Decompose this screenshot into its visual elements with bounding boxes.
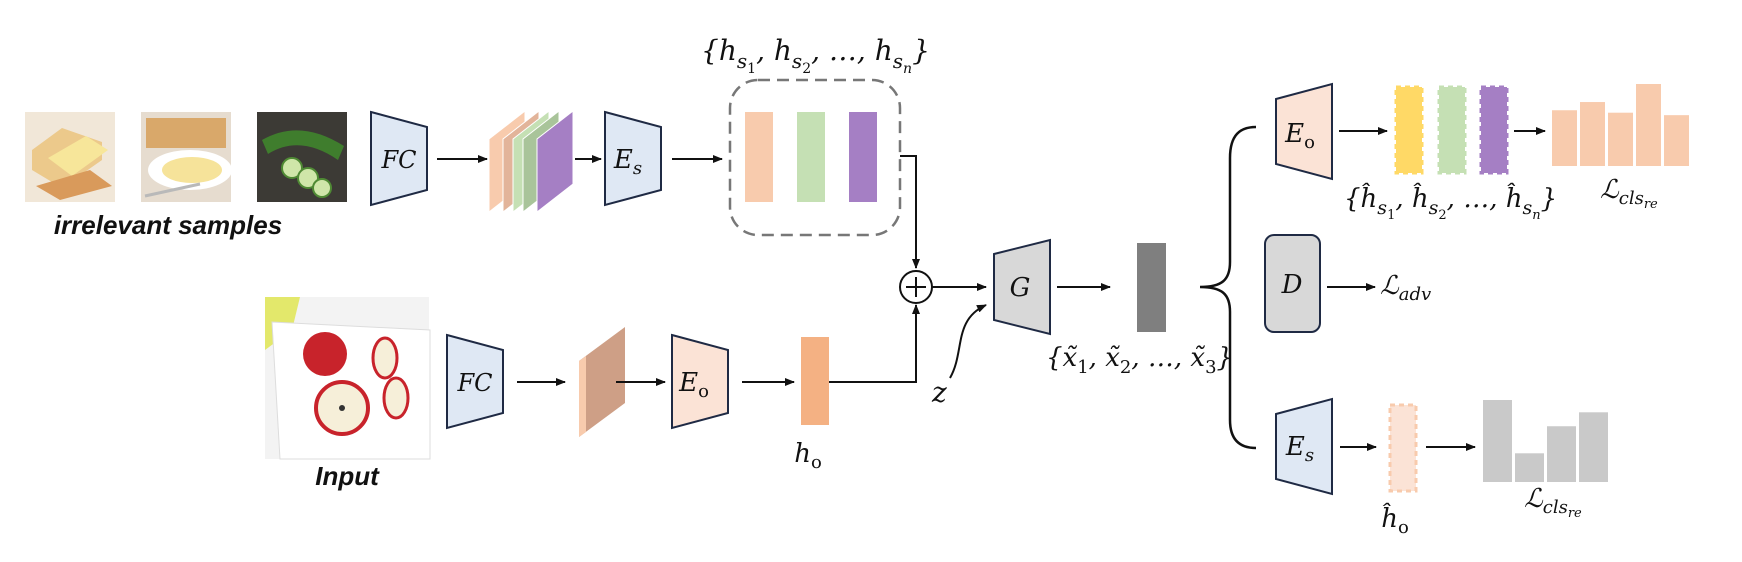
hhat-s-vector-2 [1437, 85, 1467, 175]
fc-top-label: FC [380, 146, 416, 174]
svg-text:Eo: Eo [1284, 119, 1315, 153]
eo-encoder-right: Eo [1275, 82, 1333, 181]
es-encoder-right: Es [1275, 397, 1333, 496]
input-label: Input [315, 461, 380, 491]
cls-top-bar-1 [1552, 110, 1577, 166]
arrow-ho-to-sum [829, 304, 920, 383]
discriminator-d: D [1264, 234, 1321, 333]
xtilde-set-label: {x̃1, x̃2, …, x̃3} [1046, 343, 1233, 378]
feature-map-bottom [579, 327, 625, 437]
svg-text:ℒclsre: ℒclsre [1524, 484, 1582, 521]
irrelevant-sample-image-cucumber [257, 112, 347, 202]
es-top-subscript: s [633, 158, 642, 179]
cls-bottom-bar-2 [1515, 453, 1544, 482]
loss-cls-top-subscript: cls [1619, 188, 1644, 209]
svg-text:Eo: Eo [678, 368, 709, 402]
svg-text:ℒclsre: ℒclsre [1600, 175, 1658, 212]
svg-text:Es: Es [1285, 432, 1314, 466]
hhat-s-vector-3 [1479, 85, 1509, 175]
arrow-z-to-g [949, 304, 987, 379]
loss-adv-label: ℒ [1380, 271, 1400, 301]
cls-top-bar-2 [1580, 102, 1605, 166]
loss-adv-subscript: adv [1399, 284, 1431, 305]
hs-vector-2 [797, 112, 825, 202]
hhat-s-set-label: {ĥs1, ĥs2, …, ĥsn} [1344, 182, 1557, 223]
ho-vector [801, 337, 829, 425]
eo-encoder-bottom: Eo [671, 333, 729, 430]
z-noise-label: z [931, 376, 947, 409]
es-right-label: E [1285, 432, 1305, 462]
es-top-label: E [613, 145, 633, 175]
loss-cls-bottom-subsubscript: re [1568, 506, 1582, 521]
fc-block-top: FC [370, 110, 428, 207]
irrelevant-sample-image-cheese [141, 112, 232, 202]
hs-group-box [728, 78, 902, 237]
eo-bottom-subscript: o [698, 381, 709, 402]
arrow-hs-to-sum [900, 155, 920, 269]
cls-top-bar-5 [1664, 115, 1689, 166]
cls-bottom-bar-chart [1483, 400, 1608, 482]
es-encoder-top: Es [604, 110, 662, 207]
g-label: G [1010, 273, 1031, 303]
hhat-o-vector [1388, 403, 1418, 493]
hs-set-label: {hs1, hs2, …, hsn} [701, 34, 930, 77]
loss-cls-bottom-subscript: cls [1543, 497, 1568, 518]
svg-text:Es: Es [613, 145, 642, 179]
irrelevant-samples-label: irrelevant samples [54, 210, 282, 240]
hs-vector-1 [745, 112, 773, 202]
branch-brace [1199, 125, 1257, 450]
ho-label: h [794, 439, 811, 469]
svg-text:ℒadv: ℒadv [1380, 271, 1431, 305]
loss-cls-top-subsubscript: re [1644, 197, 1658, 212]
svg-text:ĥo: ĥo [1381, 502, 1409, 538]
loss-cls-top-label: ℒ [1600, 175, 1620, 205]
es-right-subscript: s [1305, 445, 1314, 466]
hhat-o-label: ĥ [1381, 502, 1398, 534]
loss-cls-bottom-label: ℒ [1524, 484, 1544, 514]
d-label: D [1281, 270, 1303, 300]
cls-bottom-bar-1 [1483, 400, 1512, 482]
hhat-o-subscript: o [1398, 517, 1409, 538]
hhat-s-vectors [1394, 85, 1509, 175]
cls-bottom-bar-4 [1579, 412, 1608, 482]
ho-subscript: o [811, 452, 822, 473]
hhat-s-vector-1 [1394, 85, 1424, 175]
eo-right-subscript: o [1304, 132, 1315, 153]
irrelevant-sample-image-bread [25, 112, 115, 202]
feature-maps-stack-top [488, 109, 574, 214]
cls-top-bar-3 [1608, 112, 1633, 166]
cls-top-bar-chart [1552, 84, 1689, 166]
input-image-apple [265, 297, 431, 460]
fc-block-bottom: FC [446, 333, 504, 430]
cls-top-bar-4 [1636, 84, 1661, 166]
svg-text:ho: ho [794, 439, 822, 473]
cls-bottom-bar-3 [1547, 426, 1576, 482]
eo-right-label: E [1284, 119, 1304, 149]
hs-vector-3 [849, 112, 877, 202]
fc-bottom-label: FC [456, 369, 492, 397]
xtilde-vector [1137, 243, 1166, 332]
sum-node [899, 270, 933, 304]
generator-g: G [993, 238, 1051, 336]
eo-bottom-label: E [678, 368, 698, 398]
